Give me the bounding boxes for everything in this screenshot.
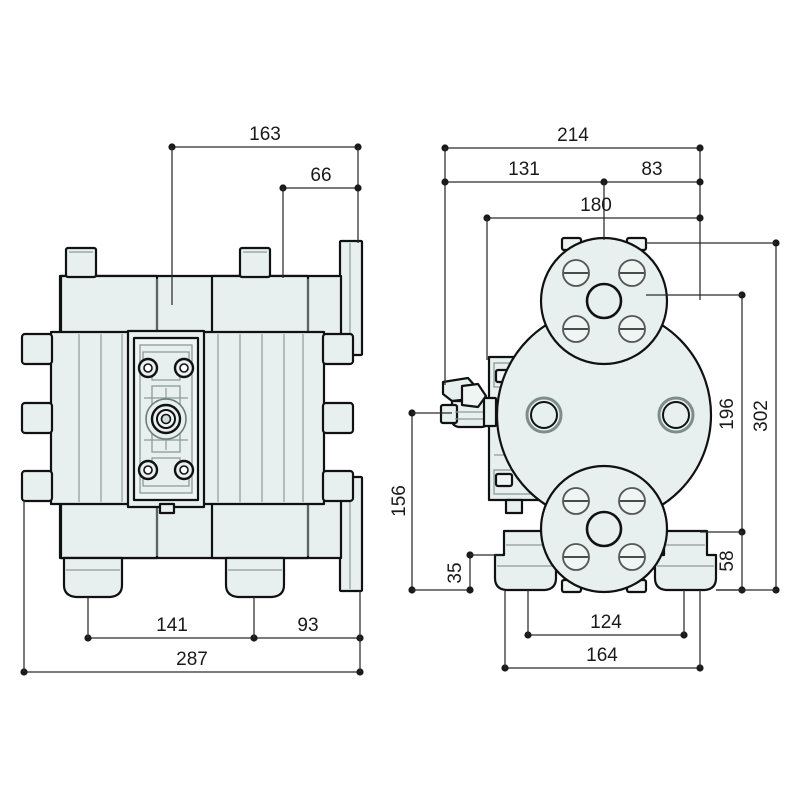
- side-view-dimensions: 163 66 141 93 287: [20, 124, 364, 676]
- dim-141-93: 141 93: [84, 597, 364, 642]
- dim-214: 214: [441, 125, 704, 385]
- dim-163: 163: [168, 124, 362, 305]
- front-view-top-flange: [539, 236, 669, 366]
- dim-141-label: 141: [156, 615, 188, 636]
- front-view-bottom-flange-bolts: [562, 487, 646, 571]
- side-view: [20, 239, 364, 599]
- front-view-top-flange-bolts: [562, 259, 646, 343]
- front-view-pump-body: [495, 306, 713, 524]
- side-view-shaft-hub: [145, 398, 187, 440]
- dim-66: 66: [279, 165, 362, 278]
- front-view: [439, 236, 718, 594]
- dim-180-label: 180: [580, 195, 612, 216]
- dim-287: 287: [20, 501, 364, 676]
- dim-302-label: 302: [751, 400, 772, 432]
- front-view-valve-fitting: [439, 376, 498, 429]
- dim-58-label: 58: [717, 550, 738, 571]
- dim-93-label: 93: [297, 615, 318, 636]
- dim-156-label: 156: [389, 485, 410, 517]
- side-view-right-lugs: [321, 332, 355, 503]
- dim-35-label: 35: [445, 562, 466, 583]
- dim-196-label: 196: [717, 398, 738, 430]
- dim-163-label: 163: [249, 124, 281, 145]
- dim-287-label: 287: [176, 649, 208, 670]
- dim-131-label: 131: [508, 159, 540, 180]
- dim-302: 302: [646, 239, 780, 594]
- dim-164: 164: [501, 590, 704, 672]
- front-view-bottom-flange: [539, 464, 669, 594]
- side-view-bolt-bosses: [137, 357, 195, 481]
- front-view-feet: [493, 529, 718, 592]
- dim-83-label: 83: [641, 159, 662, 180]
- dim-180: 180: [483, 195, 704, 360]
- dim-124-label: 124: [590, 612, 622, 633]
- dim-35: 35: [445, 551, 502, 594]
- front-view-dimensions: 214 131 83 180 156: [389, 125, 780, 672]
- dim-66-label: 66: [310, 165, 331, 186]
- dim-131-83: 131 83: [441, 159, 704, 240]
- side-view-left-lugs: [20, 332, 54, 503]
- side-view-drive-detail: [126, 329, 206, 515]
- dim-124: 124: [524, 590, 688, 639]
- dim-156: 156: [389, 409, 472, 594]
- dim-214-label: 214: [557, 125, 589, 146]
- dim-164-label: 164: [586, 645, 618, 666]
